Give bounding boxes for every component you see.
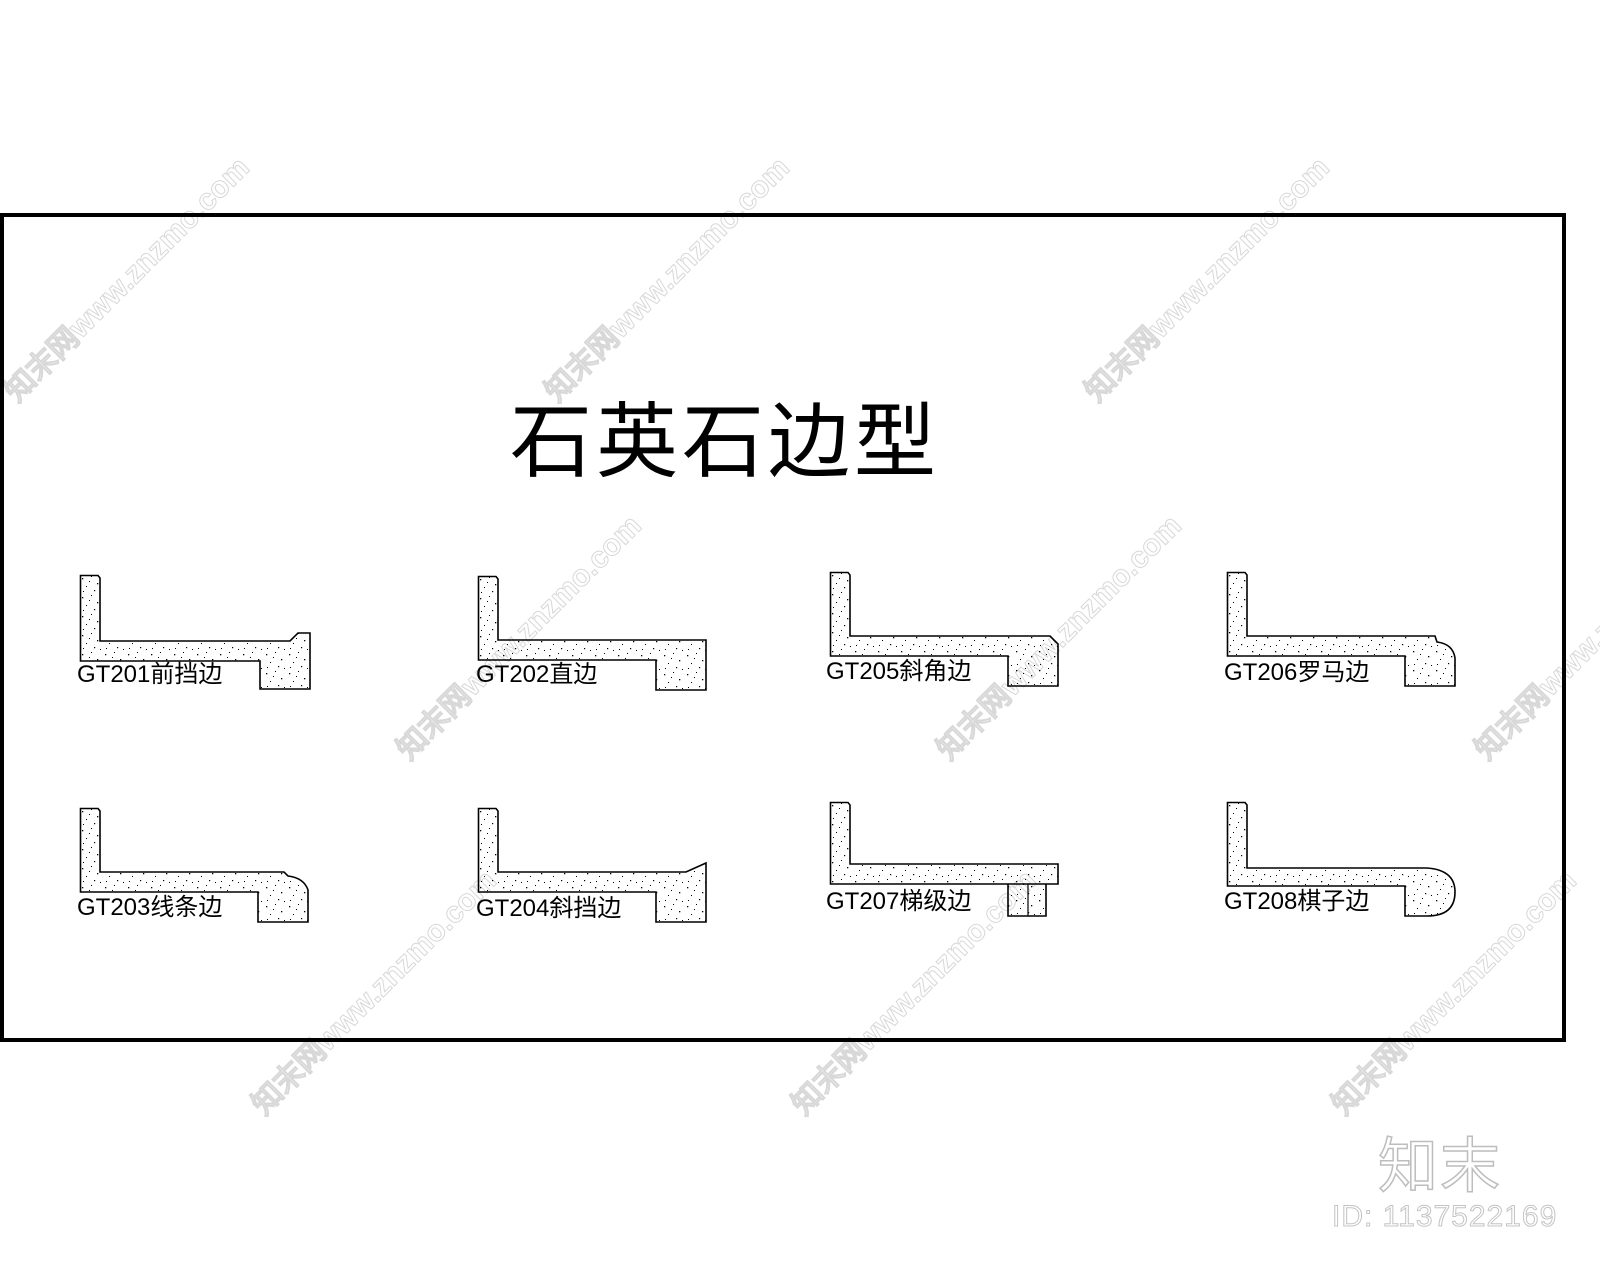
profile-shape (1226, 571, 1456, 687)
profile-shape (829, 571, 1059, 687)
profile-label: GT204斜挡边 (476, 895, 622, 922)
profile-shape (79, 807, 309, 923)
profile-shape (477, 575, 707, 691)
profile-label: GT203线条边 (77, 894, 223, 921)
profile-label: GT206罗马边 (1224, 659, 1370, 686)
profile-shape (1226, 801, 1456, 917)
profile-gt202-straight (477, 575, 710, 692)
profile-gt203-line-edge (79, 807, 312, 924)
profile-label: GT208棋子边 (1224, 888, 1370, 915)
profile-label: GT207梯级边 (826, 888, 972, 915)
profile-gt206-ogee (1226, 571, 1459, 688)
profile-label: GT205斜角边 (826, 658, 972, 685)
profile-gt207-stepped (829, 801, 1062, 918)
brand-id: ID: 1137522169 (1331, 1200, 1558, 1234)
profile-gt201-front-lip (79, 574, 312, 691)
brand-logo: 知末 (1377, 1131, 1502, 1203)
profile-shape (79, 574, 311, 690)
profile-label: GT202直边 (476, 661, 598, 688)
profile-gt205-bevel (829, 571, 1062, 688)
profile-shape (477, 807, 707, 923)
profile-gt208-bullnose (1226, 801, 1459, 918)
profile-gt204-sloped-lip (477, 807, 710, 924)
drawing-frame (0, 213, 1566, 1042)
profile-shape (829, 801, 1059, 917)
profile-label: GT201前挡边 (77, 661, 223, 688)
drawing-title: 石英石边型 (510, 395, 941, 490)
